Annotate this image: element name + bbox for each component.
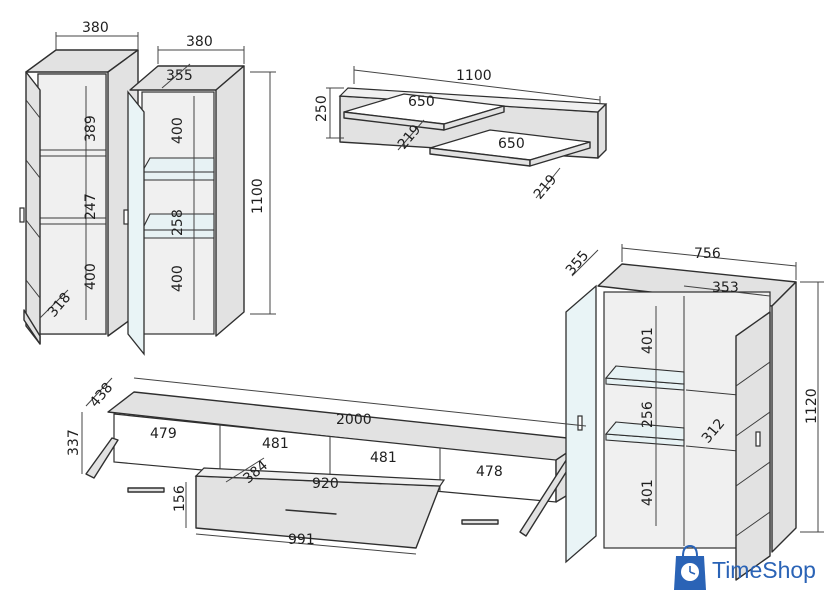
right-cabinet-inner-width-label: 353 — [712, 280, 739, 296]
wall-shelf — [338, 87, 608, 167]
wall-shelf-2-depth-label: 219 — [531, 172, 560, 203]
tv-stand-drawer-inner-label: 920 — [312, 476, 339, 492]
tv-stand-section-2-label: 481 — [262, 436, 289, 452]
tv-stand-depth-label: 438 — [87, 380, 116, 411]
tv-stand — [85, 391, 587, 549]
tv-stand-height-label: 337 — [66, 429, 82, 456]
right-cabinet-depth-label: 355 — [563, 248, 592, 279]
glass-cabinet-height-label: 1100 — [250, 178, 266, 214]
right-cabinet-shelf-lower-label: 401 — [640, 479, 656, 506]
right-cabinet — [565, 263, 797, 581]
glass-cabinet-width-label: 380 — [186, 34, 213, 50]
wall-shelf-1-length-label: 650 — [408, 94, 435, 110]
left-cabinet-width-label: 380 — [82, 20, 109, 36]
left-cabinet-shelf-upper-label: 389 — [83, 115, 99, 142]
left-cabinet — [19, 49, 139, 345]
left-cabinet-shelf-lower-label: 400 — [83, 263, 99, 290]
left-cabinet-shelf-middle-label: 247 — [83, 193, 99, 220]
glass-cabinet-shelf-lower-label: 400 — [170, 265, 186, 292]
tv-stand-drawer-width-label: 991 — [288, 532, 315, 548]
timeshop-logo: TimeShop — [674, 544, 816, 590]
glass-cabinet-inner-depth-label: 355 — [166, 68, 193, 84]
wall-shelf-height-label: 250 — [314, 95, 330, 122]
tv-stand-length-label: 2000 — [336, 412, 372, 428]
right-cabinet-shelf-upper-label: 401 — [640, 327, 656, 354]
right-cabinet-height-label: 1120 — [804, 388, 820, 424]
wall-shelf-length-label: 1100 — [456, 68, 492, 84]
dimension-lines — [39, 32, 824, 555]
glass-cabinet-shelf-middle-label: 258 — [170, 209, 186, 236]
tv-stand-section-4-label: 478 — [476, 464, 503, 480]
clock-bag-icon — [674, 544, 706, 590]
glass-cabinet-shelf-upper-label: 400 — [170, 117, 186, 144]
brand-name: TimeShop — [712, 557, 816, 583]
wall-shelf-2-length-label: 650 — [498, 136, 525, 152]
right-cabinet-shelf-middle-label: 256 — [640, 401, 656, 428]
glass-cabinet — [123, 65, 245, 356]
right-cabinet-width-label: 756 — [694, 246, 721, 262]
tv-stand-section-1-label: 479 — [150, 426, 177, 442]
tv-stand-drawer-height-label: 156 — [172, 485, 188, 512]
tv-stand-section-3-label: 481 — [370, 450, 397, 466]
